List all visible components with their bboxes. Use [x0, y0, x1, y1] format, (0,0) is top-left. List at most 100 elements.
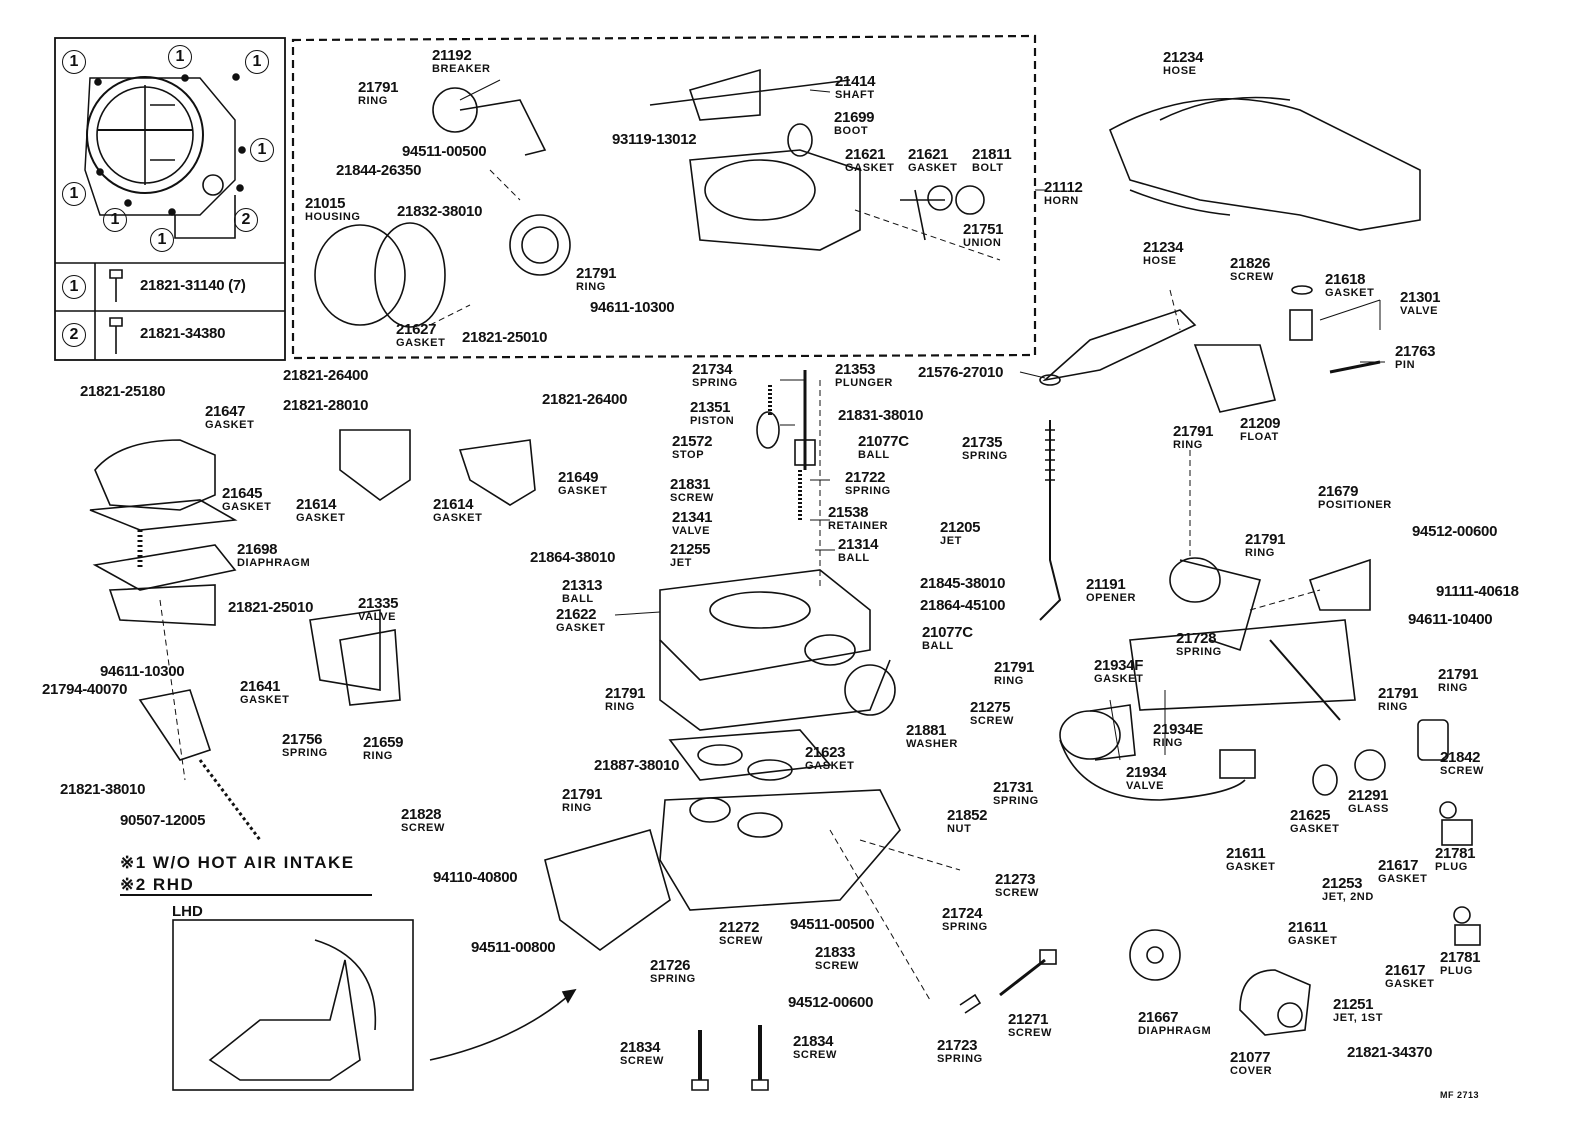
part-label-21864-38010: 21864-38010 — [530, 549, 616, 566]
part-label-94512-00600: 94512-00600 — [788, 994, 874, 1011]
part-label-94611-10300: 94611-10300 — [100, 663, 185, 680]
part-label-21845-38010: 21845-38010 — [920, 575, 1006, 592]
diagram-code: MF 2713 — [1440, 1090, 1480, 1100]
legend-row2-circle: 2 — [62, 323, 86, 347]
note-rhd: ※2 RHD — [120, 875, 195, 894]
legend-circle-1: 1 — [250, 138, 274, 162]
legend-circle-1: 1 — [62, 50, 86, 74]
part-label-21821-28010: 21821-28010 — [283, 397, 369, 414]
part-label-21821-34370: 21821-34370 — [1347, 1044, 1433, 1061]
part-label-21831-38010: 21831-38010 — [838, 407, 924, 424]
legend-circle-1: 1 — [150, 228, 174, 252]
legend-circle-2: 2 — [234, 208, 258, 232]
part-label-21576-27010: 21576-27010 — [918, 364, 1004, 381]
legend-circle-1: 1 — [103, 208, 127, 232]
part-label-21821-25010: 21821-25010 — [228, 599, 314, 616]
part-label-21821-26400: 21821-26400 — [283, 367, 369, 384]
legend-row1-circle: 1 — [62, 275, 86, 299]
legend-circle-1: 1 — [62, 182, 86, 206]
part-label-21844-26350: 21844-26350 — [336, 162, 422, 179]
part-label-91111-40618: 91111-40618 — [1436, 583, 1519, 600]
part-label-90507-12005: 90507-12005 — [120, 812, 206, 829]
part-label-21794-40070: 21794-40070 — [42, 681, 128, 698]
part-label-94512-00600: 94512-00600 — [1412, 523, 1498, 540]
legend-circle-1: 1 — [245, 50, 269, 74]
part-label-93119-13012: 93119-13012 — [612, 131, 697, 148]
note-without-hot-air-intake: ※1 W/O HOT AIR INTAKE — [120, 853, 355, 872]
part-label-21821-25180: 21821-25180 — [80, 383, 166, 400]
legend-circle-1: 1 — [168, 45, 192, 69]
part-label-94611-10400: 94611-10400 — [1408, 611, 1493, 628]
legend-row2-part: 21821-34380 — [140, 325, 226, 342]
part-label-21821-38010: 21821-38010 — [60, 781, 146, 798]
part-label-21887-38010: 21887-38010 — [594, 757, 680, 774]
part-label-94511-00500: 94511-00500 — [402, 143, 487, 160]
